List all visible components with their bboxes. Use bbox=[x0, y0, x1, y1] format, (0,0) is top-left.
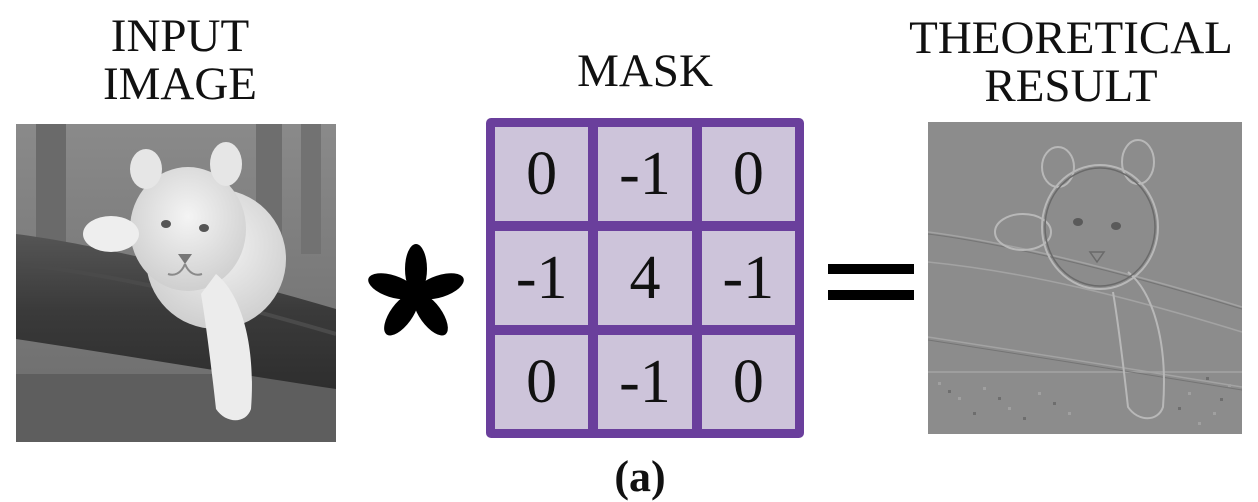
asterisk-icon bbox=[366, 244, 466, 344]
mask-cell: 0 bbox=[701, 127, 795, 221]
mask-cell: -1 bbox=[495, 231, 589, 325]
edge-filtered-lion-photo bbox=[928, 122, 1242, 434]
figure-caption: (a) bbox=[614, 452, 666, 501]
theoretical-result-label-line2: RESULT bbox=[984, 60, 1158, 112]
lion-cub-photo bbox=[16, 124, 336, 442]
mask-cell: 4 bbox=[598, 231, 692, 325]
input-image-label-line2: IMAGE bbox=[102, 58, 258, 110]
input-image bbox=[16, 124, 336, 442]
mask-cell: -1 bbox=[701, 231, 795, 325]
mask-cell: 0 bbox=[701, 335, 795, 429]
equals-icon bbox=[828, 262, 914, 302]
theoretical-result-label-line1: THEORETICAL bbox=[909, 12, 1233, 64]
input-image-label: INPUT IMAGE bbox=[60, 12, 300, 108]
mask-cell: -1 bbox=[598, 335, 692, 429]
theoretical-result-image bbox=[928, 122, 1242, 434]
mask-grid: 0 -1 0 -1 4 -1 0 -1 0 bbox=[486, 118, 804, 438]
mask-cell: 0 bbox=[495, 335, 589, 429]
mask-label: MASK bbox=[577, 45, 713, 97]
mask-cell: -1 bbox=[598, 127, 692, 221]
input-image-label-line1: INPUT bbox=[110, 10, 250, 62]
mask-cell: 0 bbox=[495, 127, 589, 221]
theoretical-result-label: THEORETICAL RESULT bbox=[885, 14, 1257, 110]
